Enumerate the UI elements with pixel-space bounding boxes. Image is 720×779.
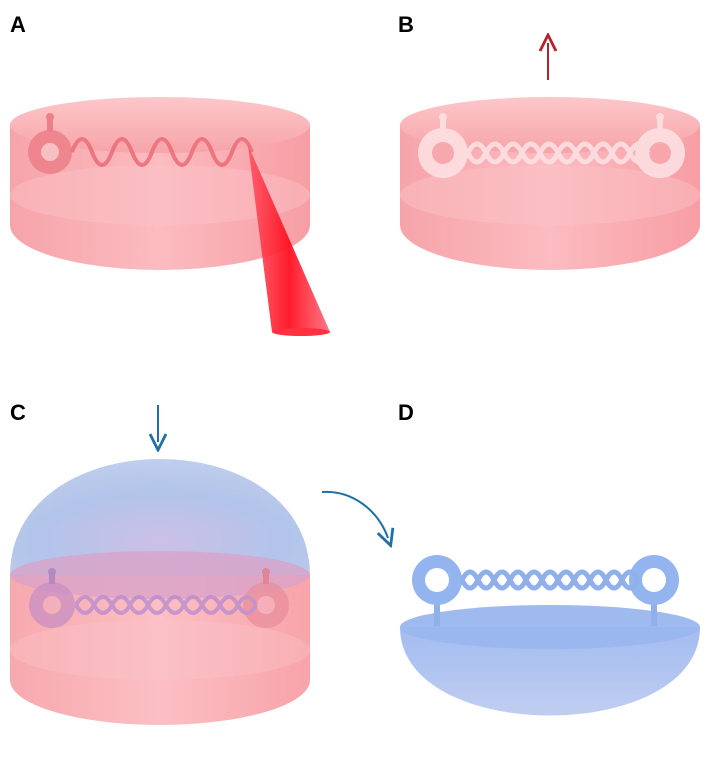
panel-c-diagram bbox=[10, 405, 310, 725]
panel-label-c: C bbox=[10, 400, 26, 425]
printed-spring-structure bbox=[418, 113, 685, 178]
curved-arrow-blue bbox=[321, 490, 388, 538]
blue-bowl bbox=[400, 627, 700, 716]
panel-label-d: D bbox=[398, 400, 414, 425]
released-spring-structure bbox=[412, 555, 679, 626]
blue-dome bbox=[10, 459, 310, 576]
panel-a-diagram bbox=[10, 97, 330, 336]
embedded-spring-structure bbox=[29, 568, 289, 628]
panel-label-b: B bbox=[398, 12, 414, 37]
panel-label-a: A bbox=[10, 12, 26, 37]
blue-bowl-top bbox=[400, 605, 700, 649]
panel-b-diagram bbox=[400, 43, 700, 270]
red-mold-body bbox=[10, 125, 310, 270]
laser-beam bbox=[248, 145, 330, 332]
panel-d-diagram bbox=[400, 555, 700, 716]
spiral-helix bbox=[70, 137, 254, 167]
red-mold-top bbox=[400, 97, 700, 153]
